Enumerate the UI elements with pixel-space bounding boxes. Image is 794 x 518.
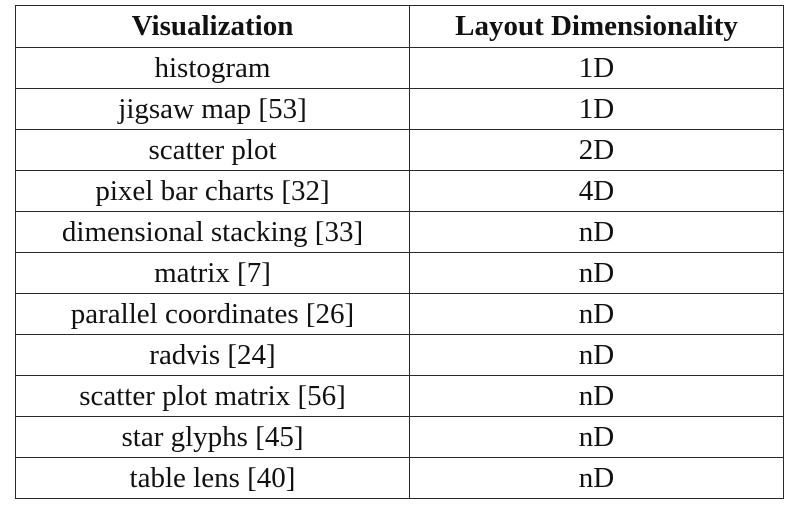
table-row: table lens [40] nD bbox=[15, 457, 784, 499]
dimensionality-cell: nD bbox=[409, 375, 784, 417]
visualization-cell: histogram bbox=[15, 47, 410, 89]
visualization-cell: scatter plot matrix [56] bbox=[15, 375, 410, 417]
dimensionality-cell: nD bbox=[409, 252, 784, 294]
dimensionality-cell: nD bbox=[409, 211, 784, 253]
dimensionality-cell: 2D bbox=[409, 129, 784, 171]
table-row: scatter plot matrix [56] nD bbox=[15, 375, 784, 417]
visualization-table-container: Visualization Layout Dimensionality hist… bbox=[15, 5, 784, 499]
table-header-row: Visualization Layout Dimensionality bbox=[15, 5, 784, 48]
visualization-cell: parallel coordinates [26] bbox=[15, 293, 410, 335]
visualization-cell: matrix [7] bbox=[15, 252, 410, 294]
dimensionality-cell: nD bbox=[409, 416, 784, 458]
header-visualization: Visualization bbox=[15, 5, 410, 48]
visualization-dimensionality-table: Visualization Layout Dimensionality hist… bbox=[15, 5, 784, 499]
visualization-cell: scatter plot bbox=[15, 129, 410, 171]
visualization-cell: pixel bar charts [32] bbox=[15, 170, 410, 212]
dimensionality-cell: nD bbox=[409, 457, 784, 499]
table-row: radvis [24] nD bbox=[15, 334, 784, 376]
table-row: jigsaw map [53] 1D bbox=[15, 88, 784, 130]
visualization-cell: jigsaw map [53] bbox=[15, 88, 410, 130]
visualization-cell: table lens [40] bbox=[15, 457, 410, 499]
header-layout-dimensionality: Layout Dimensionality bbox=[409, 5, 784, 48]
visualization-cell: radvis [24] bbox=[15, 334, 410, 376]
dimensionality-cell: nD bbox=[409, 334, 784, 376]
table-row: dimensional stacking [33] nD bbox=[15, 211, 784, 253]
dimensionality-cell: 1D bbox=[409, 88, 784, 130]
table-row: matrix [7] nD bbox=[15, 252, 784, 294]
table-row: histogram 1D bbox=[15, 47, 784, 89]
dimensionality-cell: 1D bbox=[409, 47, 784, 89]
dimensionality-cell: nD bbox=[409, 293, 784, 335]
visualization-cell: star glyphs [45] bbox=[15, 416, 410, 458]
table-row: star glyphs [45] nD bbox=[15, 416, 784, 458]
table-row: pixel bar charts [32] 4D bbox=[15, 170, 784, 212]
visualization-cell: dimensional stacking [33] bbox=[15, 211, 410, 253]
dimensionality-cell: 4D bbox=[409, 170, 784, 212]
table-row: parallel coordinates [26] nD bbox=[15, 293, 784, 335]
table-row: scatter plot 2D bbox=[15, 129, 784, 171]
